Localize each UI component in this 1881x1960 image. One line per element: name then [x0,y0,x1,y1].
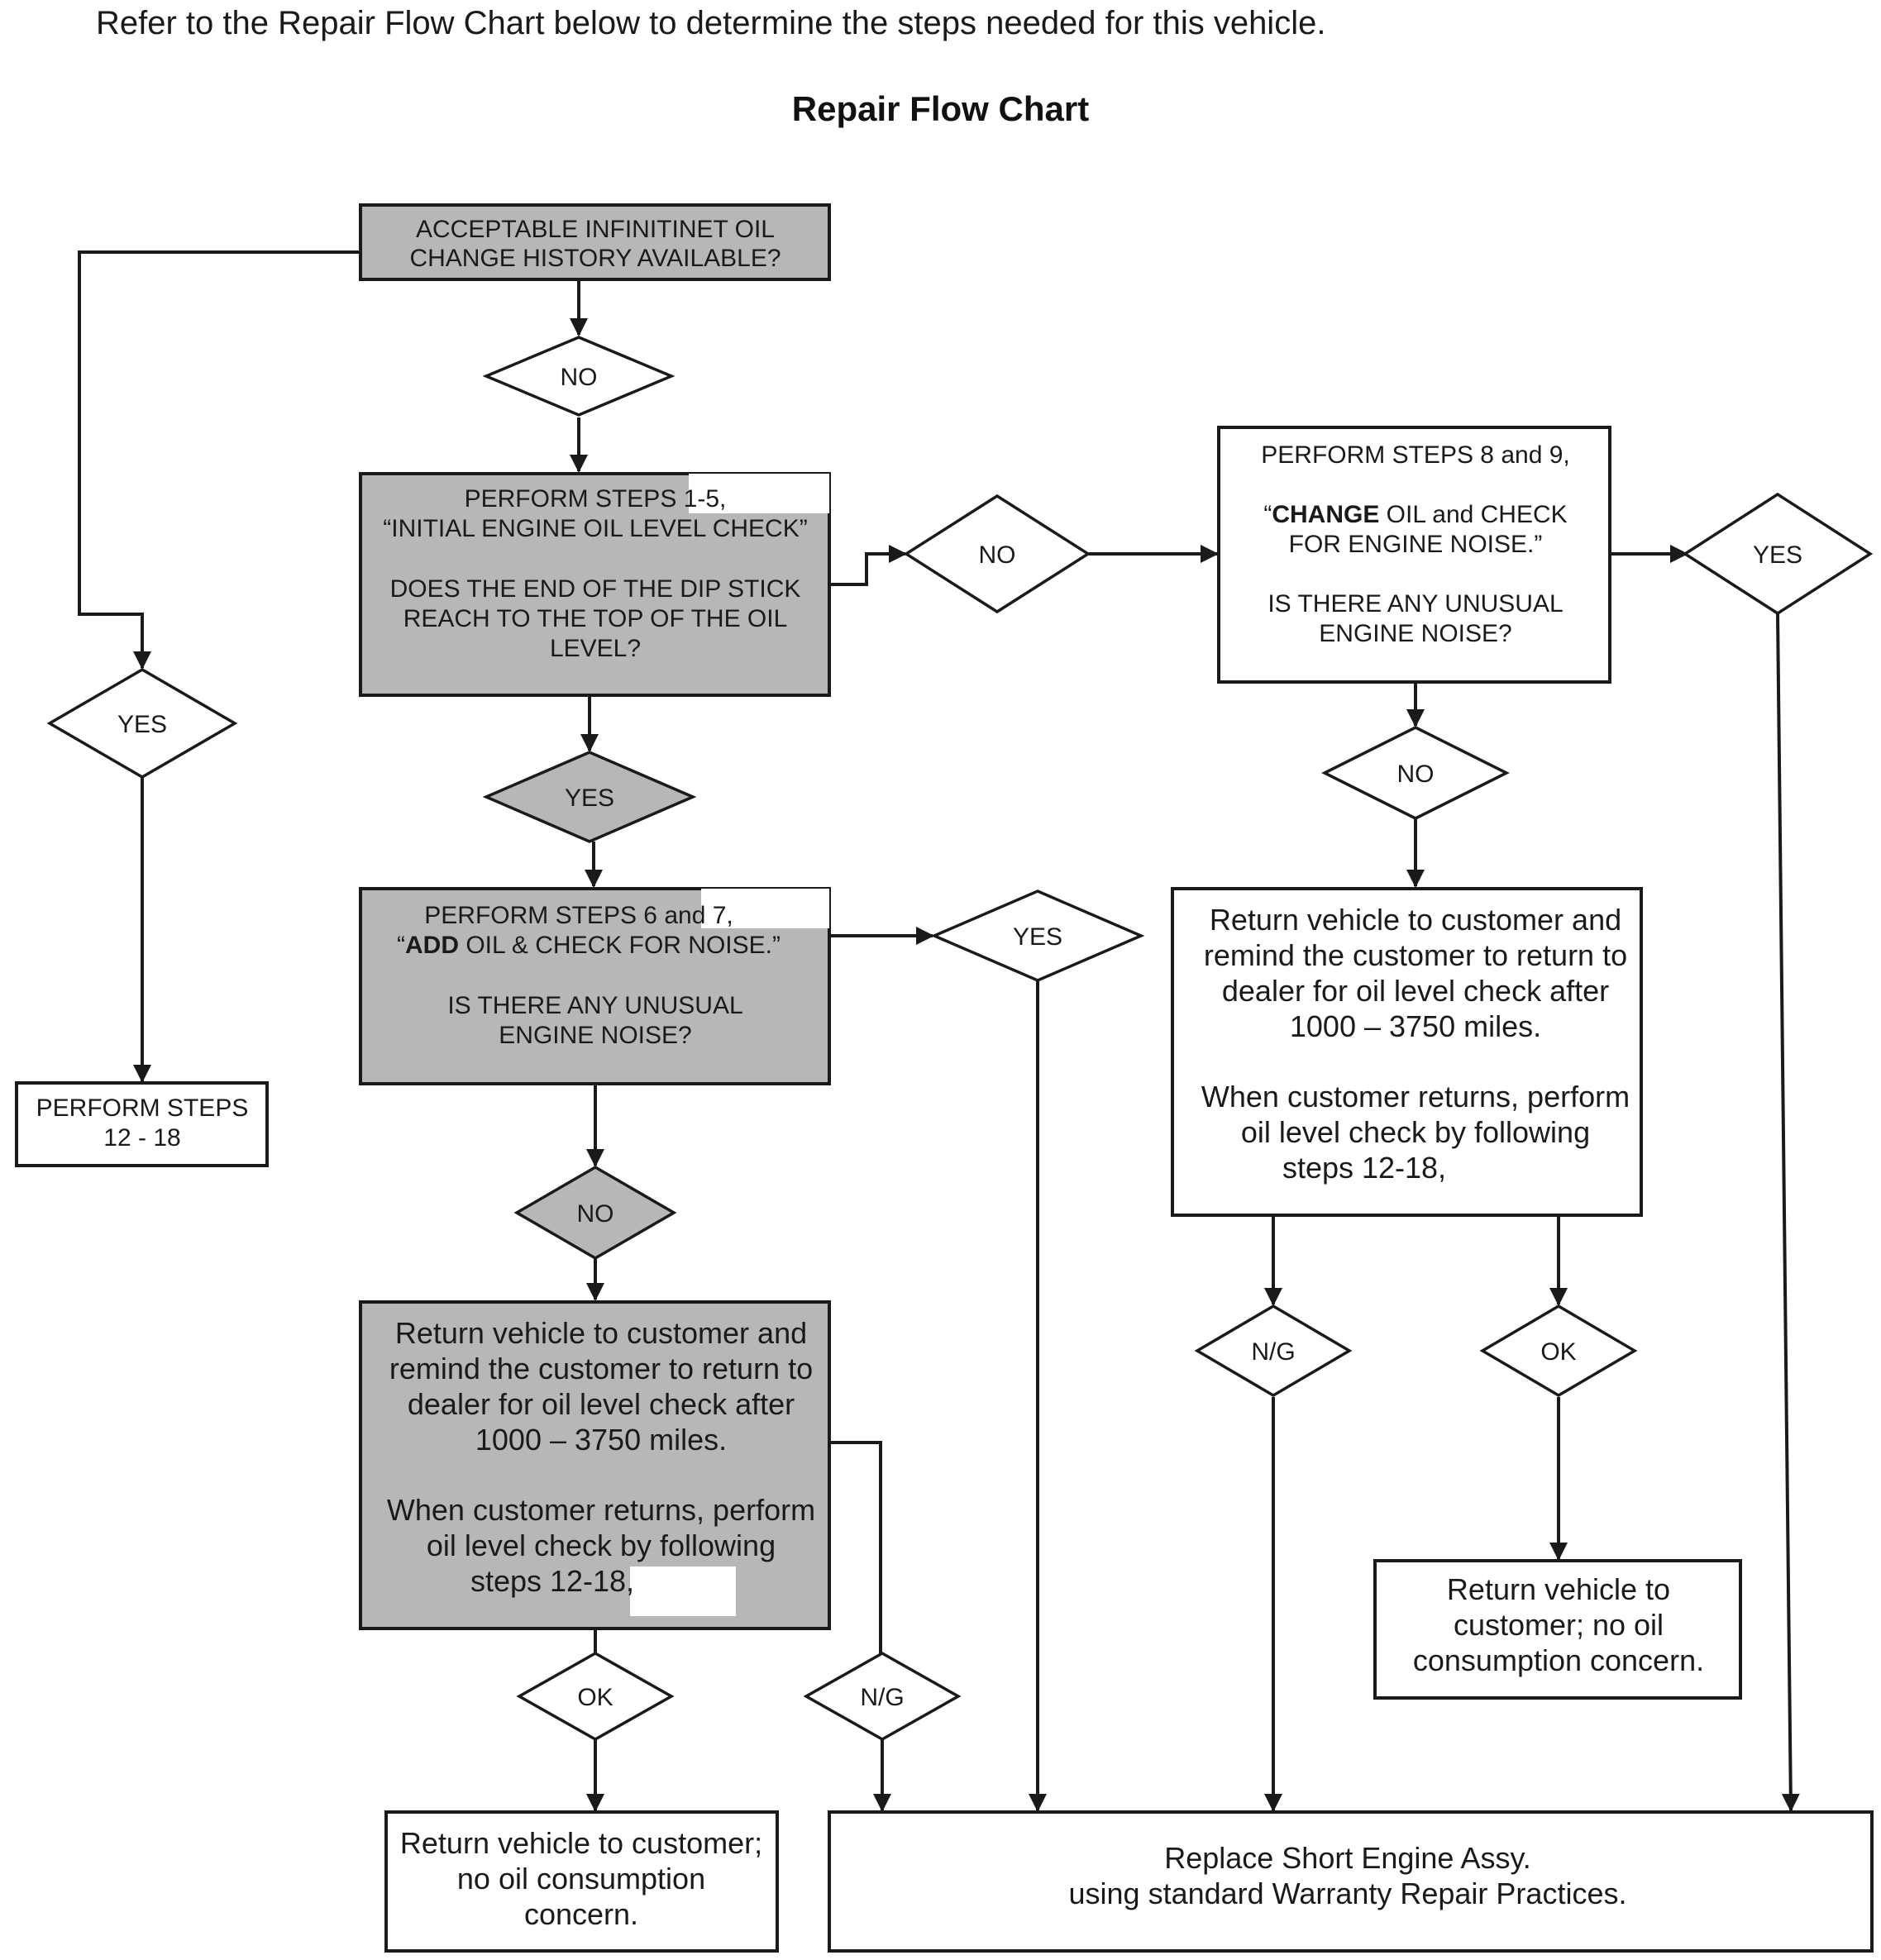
box-text: customer; no oil [1454,1608,1664,1642]
box-text: FOR ENGINE NOISE.” [1289,531,1543,558]
decision-ok-right: OK [1479,1304,1638,1398]
svg-text:YES: YES [1753,541,1802,569]
box-text: dealer for oil level check after [408,1387,795,1421]
box-text: 1000 – 3750 miles. [1290,1009,1541,1043]
box-text: “CHANGE OIL and CHECK [1263,501,1567,528]
box-text: steps 12-18, [470,1564,634,1598]
box-text: Return vehicle to customer and [1210,903,1621,937]
box-text: Return vehicle to [1447,1572,1670,1606]
connectors [78,250,1800,1812]
svg-text:N/G: N/G [860,1684,904,1711]
box-text: When customer returns, perform [1201,1080,1630,1114]
box-text: CHANGE HISTORY AVAILABLE? [409,245,781,272]
redaction-mask [701,889,829,928]
box-text: LEVEL? [550,635,641,662]
connector [1776,613,1800,1812]
connector [78,250,360,670]
box-text: PERFORM STEPS 6 and 7, [424,902,733,929]
connector [829,1441,882,1653]
svg-text:NO: NO [577,1200,614,1228]
decision-no-history: NO [482,336,676,417]
svg-text:NO: NO [979,541,1016,569]
svg-text:YES: YES [565,784,614,812]
box-text: “ADD OIL & CHECK FOR NOISE.” [397,932,781,959]
decision-yes-noise-6-7: YES [930,889,1145,982]
box-text: IS THERE ANY UNUSUAL [1268,590,1563,618]
box-text: When customer returns, perform [387,1493,815,1527]
box-perform-steps-8-9: PERFORM STEPS 8 and 9, “CHANGE OIL and C… [1217,426,1611,684]
intro-text: Refer to the Repair Flow Chart below to … [96,5,1326,41]
box-text: oil level check by following [1241,1115,1590,1149]
box-perform-steps-1-5: PERFORM STEPS 1-5, “INITIAL ENGINE OIL L… [359,472,831,697]
chart-title: Repair Flow Chart [791,89,1090,128]
redaction-mask [689,474,829,513]
box-text: ACCEPTABLE INFINITINET OIL [416,216,775,243]
svg-text:OK: OK [577,1684,613,1711]
svg-text:YES: YES [117,711,167,738]
decision-yes-dipstick: YES [482,751,697,843]
box-text: PERFORM STEPS [36,1094,249,1122]
box-return-vehicle-right: Return vehicle to customer and remind th… [1171,887,1643,1217]
box-return-no-concern-left: Return vehicle to customer; no oil consu… [384,1810,779,1953]
svg-text:NO: NO [1397,761,1435,788]
box-text: steps 12-18, [1282,1151,1446,1185]
decision-no-dipstick: NO [903,494,1091,614]
redaction-mask [1449,1153,1498,1199]
box-text: 12 - 18 [103,1124,180,1152]
box-oil-change-history: ACCEPTABLE INFINITINET OIL CHANGE HISTOR… [359,203,831,281]
box-text: Return vehicle to customer and [395,1316,807,1350]
connector [829,545,907,586]
box-text: remind the customer to return to [389,1352,813,1385]
box-text: IS THERE ANY UNUSUAL [447,992,742,1019]
box-return-vehicle-left: Return vehicle to customer and remind th… [359,1300,831,1630]
box-text: no oil consumption [457,1862,705,1896]
box-text: Return vehicle to customer; [400,1826,762,1860]
decision-no-noise-6-7: NO [513,1165,677,1261]
decision-yes-noise-8-9: YES [1682,492,1874,616]
svg-text:N/G: N/G [1251,1338,1295,1366]
box-text: REACH TO THE TOP OF THE OIL [403,605,788,632]
box-text: dealer for oil level check after [1222,974,1609,1008]
decision-ng-right: N/G [1194,1304,1353,1398]
box-replace-short-engine: Replace Short Engine Assy. using standar… [828,1810,1874,1953]
redaction-mask [630,1567,736,1616]
box-text: using standard Warranty Repair Practices… [1069,1877,1627,1910]
box-text: PERFORM STEPS 8 and 9, [1261,441,1569,469]
box-text: DOES THE END OF THE DIP STICK [390,575,801,603]
svg-text:OK: OK [1540,1338,1576,1366]
box-perform-steps-12-18: PERFORM STEPS 12 - 18 [15,1081,269,1167]
box-text: 1000 – 3750 miles. [475,1423,727,1457]
decision-yes-history: YES [46,667,238,780]
box-text: consumption concern. [1413,1643,1704,1677]
box-text: ENGINE NOISE? [499,1022,691,1049]
decision-ok-left: OK [516,1651,675,1742]
svg-text:YES: YES [1013,923,1062,951]
box-text: concern. [524,1897,638,1931]
box-text: PERFORM STEPS 1-5, [465,485,727,513]
box-perform-steps-6-7: PERFORM STEPS 6 and 7, “ADD OIL & CHECK … [359,887,831,1085]
decision-ng-left: N/G [803,1651,962,1742]
box-text: oil level check by following [427,1528,776,1562]
box-text: ENGINE NOISE? [1319,620,1511,647]
box-return-no-concern-right: Return vehicle to customer; no oil consu… [1373,1559,1742,1700]
decision-no-noise-8-9: NO [1321,726,1510,820]
box-text: Replace Short Engine Assy. [1164,1841,1531,1875]
box-text: “INITIAL ENGINE OIL LEVEL CHECK” [383,515,807,542]
box-text: remind the customer to return to [1204,938,1627,972]
svg-text:NO: NO [561,364,598,391]
